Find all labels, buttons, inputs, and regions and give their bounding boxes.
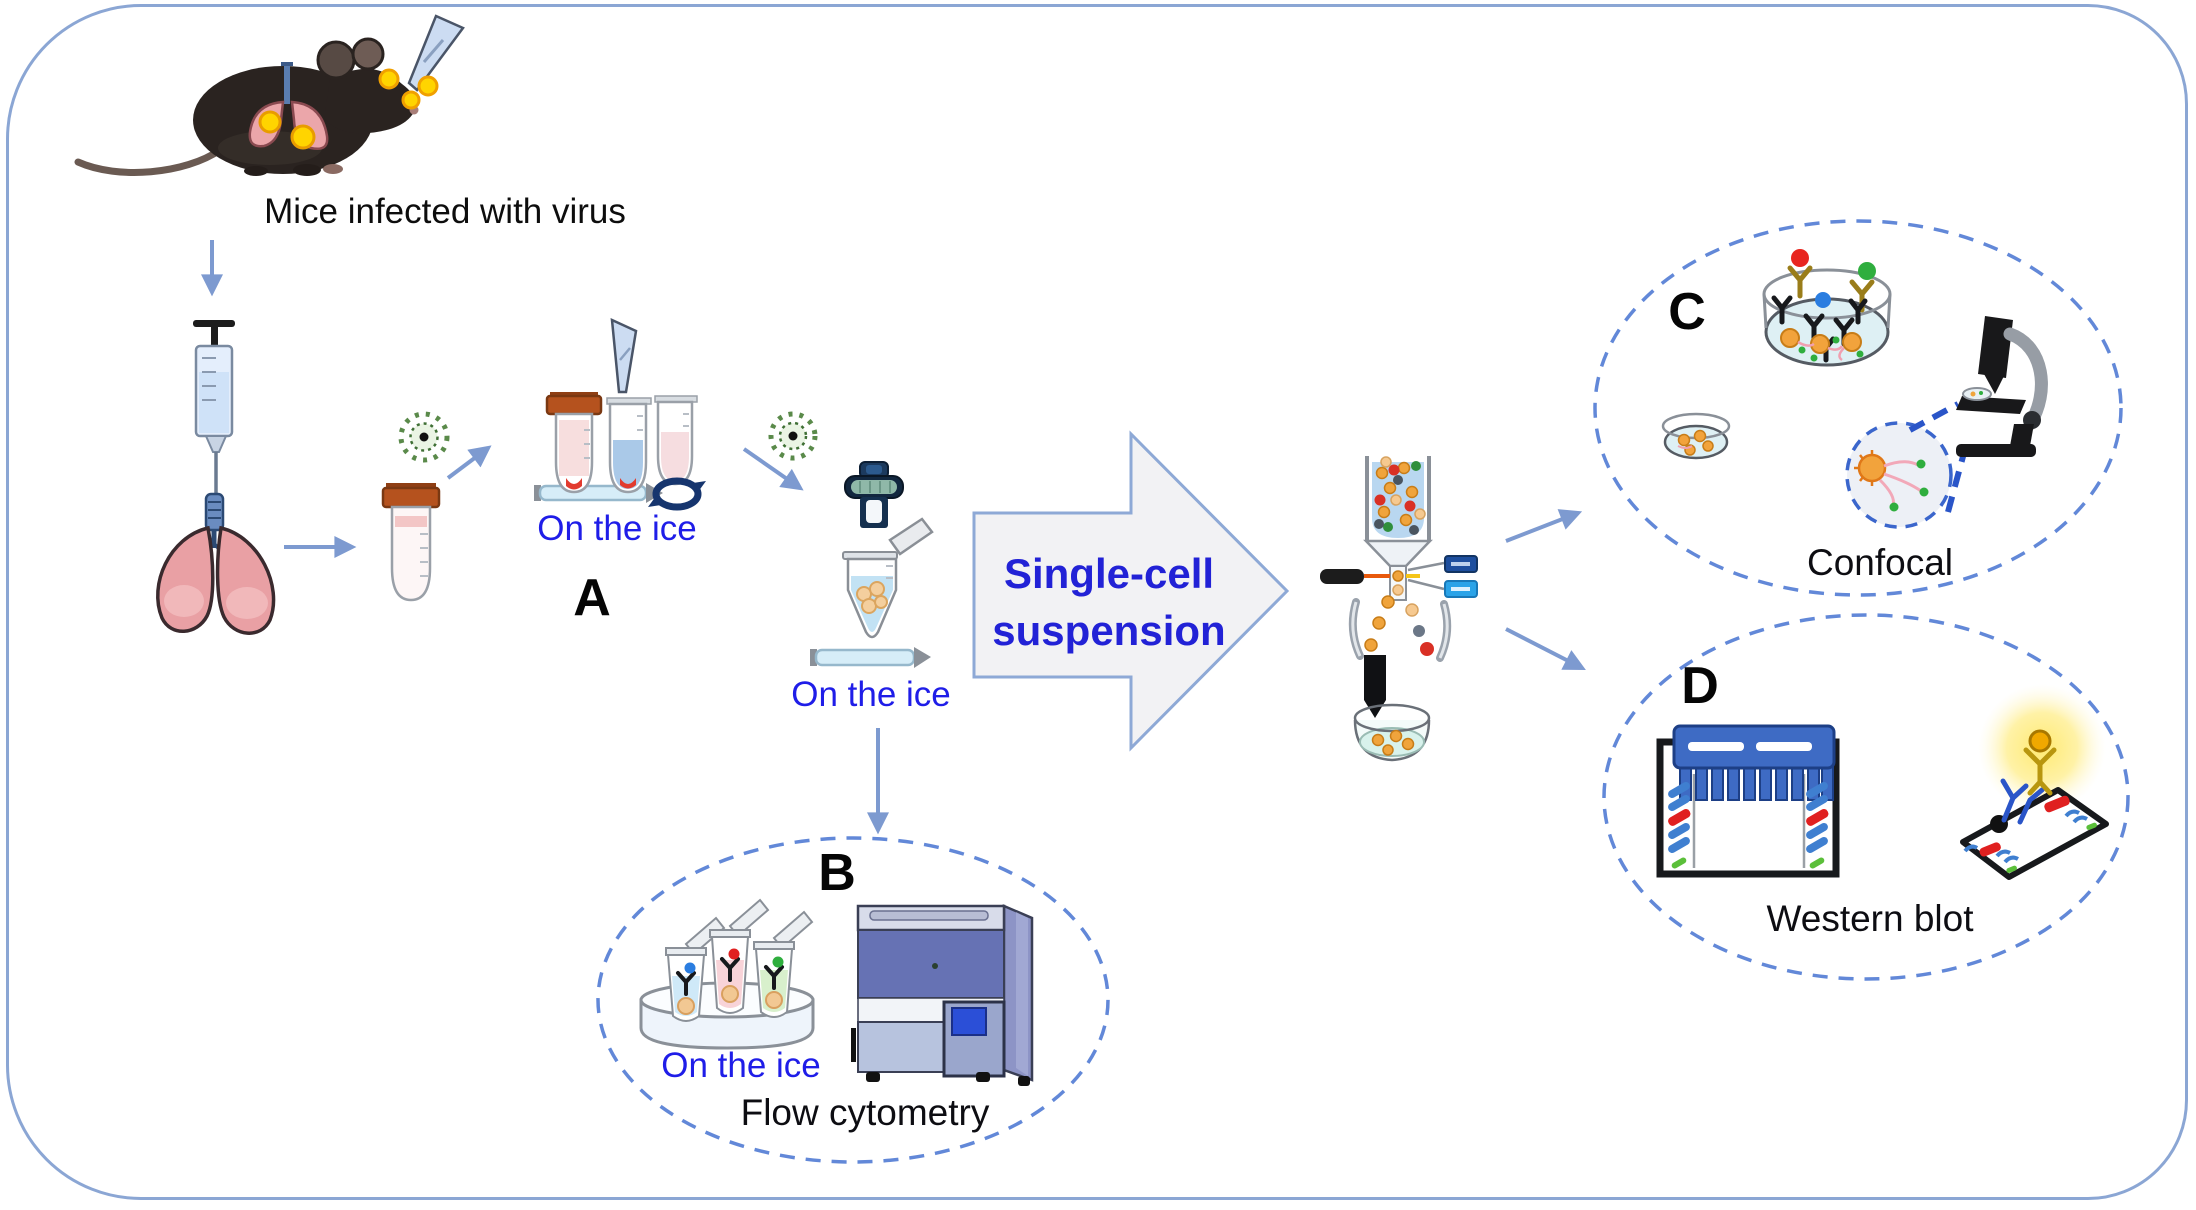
detector-icon xyxy=(1407,555,1478,598)
falcon-tube-capped-icon xyxy=(545,392,603,494)
arrow-tubes-to-strainer xyxy=(742,447,804,491)
figure-border xyxy=(6,4,2188,1200)
cell-strainer-icon xyxy=(844,461,904,528)
arrow-tube-to-ice-tubes xyxy=(446,445,492,480)
falcon-tube-open-icon xyxy=(606,397,652,494)
step-a-label: A xyxy=(573,569,611,627)
gel-bands-left xyxy=(1668,782,1691,869)
collection-nib-icon xyxy=(1364,655,1386,718)
arrow-sorter-to-westernblot xyxy=(1505,627,1586,671)
on-the-ice-label-a: On the ice xyxy=(537,509,697,548)
single-cell-suspension-arrow xyxy=(972,430,1290,752)
blot-membrane-icon xyxy=(1960,787,2109,880)
gel-bands-right xyxy=(1806,782,1829,869)
sorted-cell-streams xyxy=(1364,595,1434,656)
falcon-tubes-on-ice-icon xyxy=(534,317,706,511)
virus-particles-icon xyxy=(378,68,439,110)
single-cell-line2: suspension xyxy=(992,607,1226,654)
arrow-sorter-to-confocal xyxy=(1505,509,1583,543)
virus-icon-1 xyxy=(398,411,450,463)
syringe-icon xyxy=(193,320,235,494)
pipette-tip-icon xyxy=(610,317,638,394)
confocal-group-ellipse xyxy=(1593,219,2123,597)
pipette-icon xyxy=(407,14,465,92)
confocal-label: Confocal xyxy=(1806,542,1954,583)
gel-electrophoresis-icon xyxy=(1656,724,1840,878)
mice-infected-label: Mice infected with virus xyxy=(264,192,626,231)
step-c-label: C xyxy=(1668,283,1706,341)
lungs-icon xyxy=(156,492,276,635)
flow-cytometer-icon xyxy=(851,904,1034,1086)
flow-group-ellipse xyxy=(596,836,1110,1164)
mouse-lungs-overlay-icon xyxy=(248,62,329,150)
microscope-icon xyxy=(1956,316,2048,457)
western-blot-label: Western blot xyxy=(1766,898,1974,939)
on-the-ice-label-strainer: On the ice xyxy=(791,675,951,714)
magnified-cell-icon xyxy=(1845,421,1953,529)
flow-arrows xyxy=(201,240,1586,835)
on-the-ice-label-b: On the ice xyxy=(661,1046,821,1085)
step-d-label: D xyxy=(1681,657,1719,715)
sorter-funnel xyxy=(1363,539,1433,568)
mouse-icon xyxy=(74,37,419,176)
serological-pipette-icon xyxy=(534,483,663,503)
virus-icon-2 xyxy=(768,411,818,461)
falcon-tube-plain-icon xyxy=(654,395,698,486)
westernblot-group-ellipse xyxy=(1602,613,2130,981)
serological-pipette-icon-2 xyxy=(810,647,931,668)
single-cell-line1: Single-cell xyxy=(1003,550,1215,597)
small-petri-dish-icon xyxy=(1661,412,1731,460)
sample-tube-icon xyxy=(1365,456,1431,540)
step-b-label: B xyxy=(818,844,856,902)
deflection-plates-icon xyxy=(1348,598,1452,662)
laser-icon xyxy=(1320,569,1420,584)
single-cell-suspension-label: Single-cell suspension xyxy=(975,545,1243,659)
microcentrifuge-tube-icon xyxy=(842,517,934,639)
detection-antibody-icon xyxy=(1990,729,2057,833)
vortex-icon xyxy=(648,477,706,511)
antibody-dish-icon xyxy=(1762,249,1892,367)
cell-sorter-icon xyxy=(1320,456,1478,762)
facs-tubes-icon xyxy=(665,898,814,1022)
sorter-petri-dish-icon xyxy=(1353,703,1431,762)
flow-cytometry-label: Flow cytometry xyxy=(740,1092,990,1133)
collection-tube-icon xyxy=(381,483,441,602)
